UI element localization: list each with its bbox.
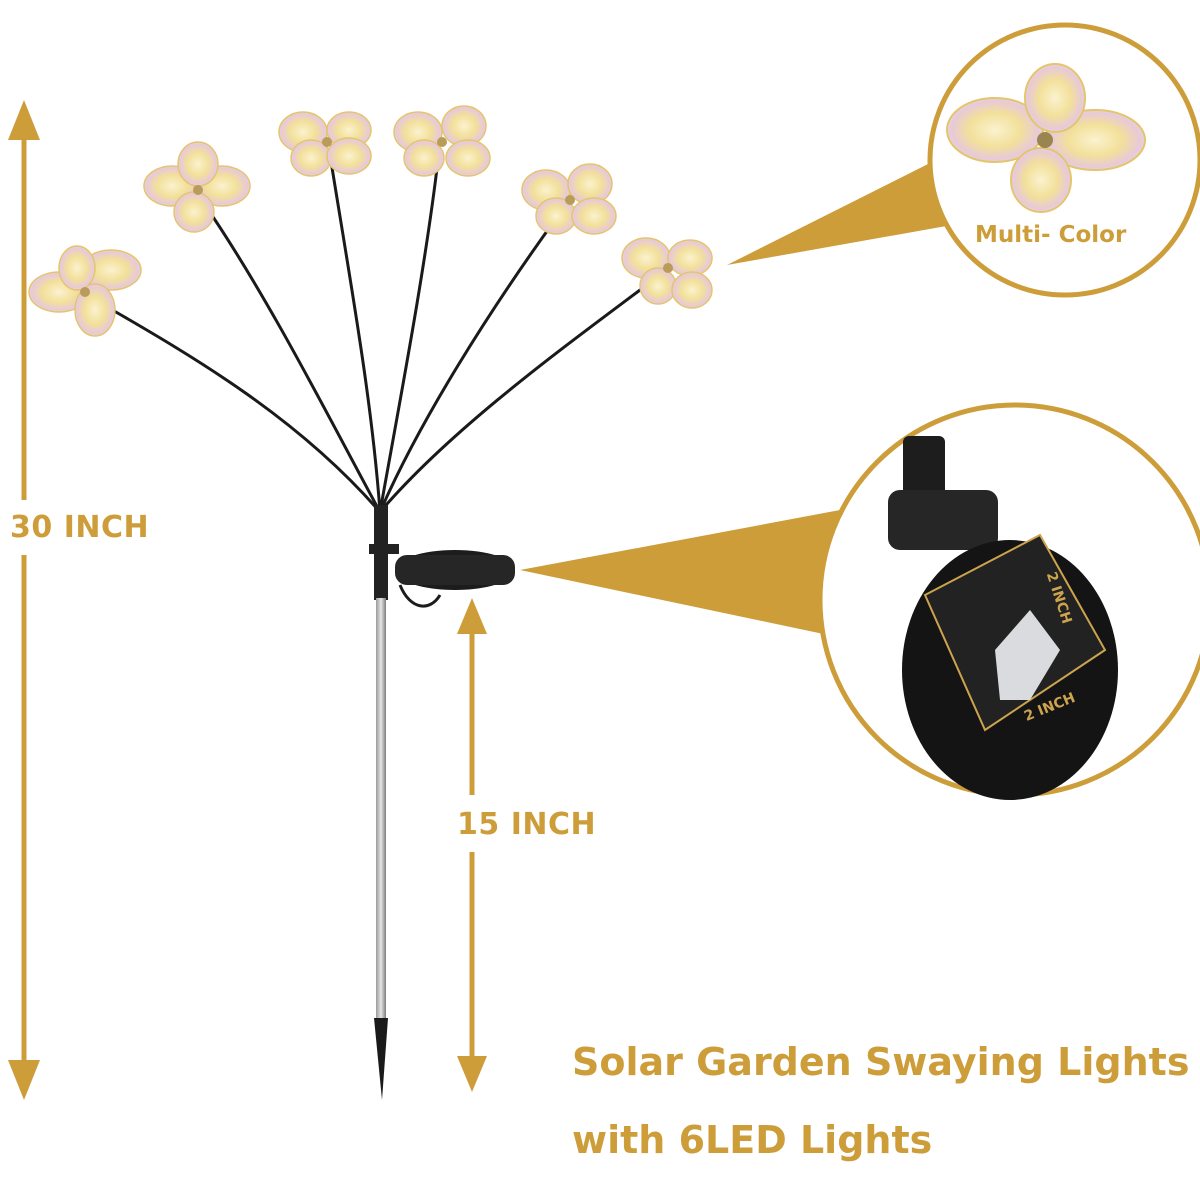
flower-icon [521,163,617,235]
stake-height-arrow-icon [457,598,487,1092]
flower-heads [28,105,713,337]
stake-height-label: 15 INCH [457,807,597,842]
product-title-line-1: Solar Garden Swaying Lights [572,1040,1190,1084]
solar-callout-pointer [520,510,852,640]
ground-stake [374,598,388,1100]
flower-icon [278,111,372,177]
flower-icon [28,245,142,337]
total-height-arrow-icon [8,100,40,1100]
product-title-line-2: with 6LED Lights [572,1118,933,1162]
multi-color-label: Multi- Color [975,222,1127,248]
flower-icon [946,63,1146,213]
flower-icon [393,105,491,177]
total-height-label: 30 INCH [10,510,150,545]
solar-head [369,505,515,608]
flower-icon [621,237,713,309]
solar-panel-icon [888,436,1118,800]
flower-callout [927,22,1200,298]
solar-panel-callout [817,402,1200,800]
flower-callout-pointer [727,158,952,265]
stems [93,153,642,514]
flower-icon [143,141,251,233]
